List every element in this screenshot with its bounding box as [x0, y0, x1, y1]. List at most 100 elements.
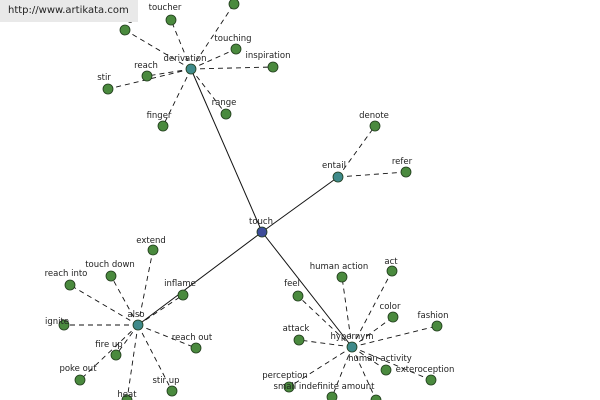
leaf-label-also[interactable]: stir up	[152, 376, 179, 386]
leaf-node-also[interactable]	[166, 385, 178, 397]
leaf-node-hypernym[interactable]	[425, 374, 437, 386]
leaf-label-hypernym[interactable]: attack	[283, 324, 310, 334]
leaf-label-hypernym[interactable]: exteroception	[396, 365, 455, 375]
leaf-node-hypernym[interactable]	[292, 290, 304, 302]
leaf-node-derivation[interactable]	[165, 14, 177, 26]
edge-also-leaf	[137, 324, 173, 392]
edge-derivation-leaf	[190, 66, 274, 70]
leaf-node-derivation[interactable]	[267, 61, 279, 73]
hub-node-also[interactable]	[132, 319, 144, 331]
leaf-node-derivation[interactable]	[157, 120, 169, 132]
leaf-label-derivation[interactable]: reach	[134, 61, 158, 71]
leaf-node-hypernym[interactable]	[336, 271, 348, 283]
leaf-node-hypernym[interactable]	[380, 364, 392, 376]
leaf-label-hypernym[interactable]: act	[384, 257, 398, 267]
leaf-label-hypernym[interactable]: small indefinite amount	[274, 382, 376, 392]
edge-entail-leaf	[337, 171, 407, 178]
leaf-label-also[interactable]: reach out	[172, 333, 213, 343]
leaf-label-also[interactable]: touch down	[85, 260, 135, 270]
leaf-node-also[interactable]	[110, 349, 122, 361]
leaf-label-also[interactable]: extend	[136, 236, 165, 246]
edge-derivation-leaf	[190, 3, 235, 70]
hub-label-entail[interactable]: entail	[322, 161, 346, 171]
edge-touch-also	[137, 231, 263, 326]
leaf-node-also[interactable]	[58, 319, 70, 331]
hub-node-hypernym[interactable]	[346, 341, 358, 353]
leaf-node-hypernym[interactable]	[387, 311, 399, 323]
edge-hypernym-leaf	[351, 346, 387, 371]
hub-label-hypernym[interactable]: hypernym	[330, 332, 373, 342]
leaf-node-hypernym[interactable]	[293, 334, 305, 346]
leaf-node-derivation[interactable]	[141, 70, 153, 82]
leaf-label-hypernym[interactable]: human activity	[348, 354, 412, 364]
leaf-node-hypernym[interactable]	[283, 381, 295, 393]
edge-also-leaf	[110, 275, 139, 326]
edge-also-leaf	[137, 249, 154, 326]
leaf-label-derivation[interactable]: stir	[97, 73, 111, 83]
leaf-label-hypernym[interactable]: human action	[310, 262, 369, 272]
leaf-node-also[interactable]	[105, 270, 117, 282]
edge-hypernym-leaf	[351, 346, 377, 400]
leaf-label-also[interactable]: heat	[117, 390, 137, 400]
leaf-label-entail[interactable]: refer	[392, 157, 413, 167]
hub-node-derivation[interactable]	[185, 63, 197, 75]
leaf-label-hypernym[interactable]: perception	[262, 371, 308, 381]
leaf-label-also[interactable]: inflame	[164, 279, 196, 289]
center-node-touch[interactable]	[256, 226, 268, 238]
leaf-label-derivation[interactable]: touching	[214, 34, 251, 44]
leaf-node-derivation[interactable]	[220, 108, 232, 120]
edge-derivation-leaf	[190, 68, 227, 115]
leaf-label-also[interactable]: poke out	[59, 364, 97, 374]
edge-also-leaf	[79, 324, 139, 381]
leaf-label-also[interactable]: ignite	[45, 317, 69, 327]
leaf-node-also[interactable]	[121, 394, 133, 400]
edge-derivation-leaf	[162, 68, 192, 127]
leaf-node-also[interactable]	[147, 244, 159, 256]
edge-touch-derivation	[190, 68, 263, 233]
edge-also-leaf	[115, 324, 139, 356]
edge-also-leaf	[137, 294, 184, 326]
hub-label-derivation[interactable]: derivation	[163, 54, 206, 64]
leaf-node-also[interactable]	[177, 289, 189, 301]
leaf-label-entail[interactable]: denote	[359, 111, 389, 121]
leaf-node-hypernym[interactable]	[386, 265, 398, 277]
leaf-node-derivation[interactable]	[119, 24, 131, 36]
leaf-label-hypernym[interactable]: feel	[284, 279, 300, 289]
leaf-label-derivation[interactable]: finger	[147, 111, 172, 121]
leaf-node-derivation[interactable]	[230, 43, 242, 55]
leaf-label-also[interactable]: reach into	[45, 269, 88, 279]
leaf-node-entail[interactable]	[369, 120, 381, 132]
edge-also-leaf	[126, 324, 139, 400]
leaf-node-also[interactable]	[74, 374, 86, 386]
leaf-node-hypernym[interactable]	[431, 320, 443, 332]
leaf-label-derivation[interactable]: inspiration	[246, 51, 291, 61]
edge-entail-leaf	[337, 125, 376, 178]
leaf-node-derivation[interactable]	[228, 0, 240, 10]
edge-hypernym-leaf	[288, 346, 353, 388]
leaf-label-hypernym[interactable]: fashion	[418, 311, 449, 321]
hub-node-entail[interactable]	[332, 171, 344, 183]
edge-also-leaf	[69, 284, 139, 326]
source-url-label[interactable]: http://www.artikata.com	[0, 0, 138, 22]
edge-derivation-leaf	[124, 29, 192, 70]
leaf-node-also[interactable]	[64, 279, 76, 291]
hub-label-also[interactable]: also	[127, 310, 144, 320]
leaf-label-also[interactable]: fire up	[95, 340, 122, 350]
edge-hypernym-leaf	[341, 276, 353, 348]
edge-touch-hypernym	[261, 231, 353, 348]
leaf-label-derivation[interactable]: toucher	[149, 3, 182, 13]
leaf-node-derivation[interactable]	[102, 83, 114, 95]
leaf-label-derivation[interactable]: range	[212, 98, 237, 108]
leaf-node-hypernym[interactable]	[326, 391, 338, 400]
leaf-node-entail[interactable]	[400, 166, 412, 178]
leaf-label-hypernym[interactable]: color	[380, 302, 401, 312]
edge-derivation-leaf	[146, 68, 192, 77]
edge-also-leaf	[137, 324, 197, 349]
edge-touch-entail	[261, 176, 339, 233]
edge-hypernym-leaf	[351, 325, 438, 348]
leaf-node-also[interactable]	[190, 342, 202, 354]
center-label-touch[interactable]: touch	[249, 217, 273, 227]
edge-hypernym-leaf	[297, 295, 353, 348]
leaf-node-hypernym[interactable]	[370, 394, 382, 400]
